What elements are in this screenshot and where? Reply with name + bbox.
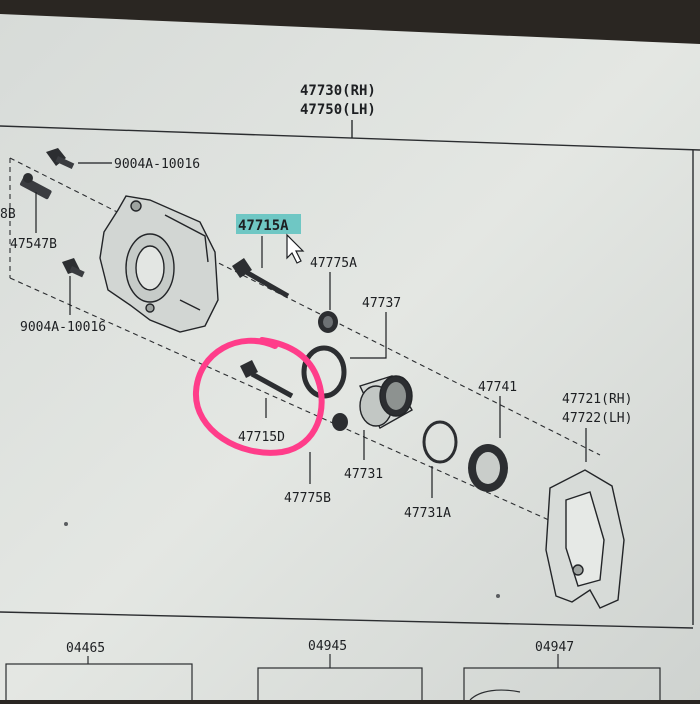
mount-lh-label: 47722(LH) xyxy=(562,411,632,426)
screen-area xyxy=(0,14,700,700)
left-partial-label: 8B xyxy=(0,207,16,222)
mouse-pointer-icon[interactable] xyxy=(286,233,305,264)
stray-mark xyxy=(496,594,500,598)
piston-seal-icon xyxy=(468,444,508,492)
assembly-rh-label: 47730(RH) xyxy=(300,83,376,99)
slide-pin-a-label: 47715A xyxy=(238,218,289,234)
frame-top-line xyxy=(0,125,700,151)
stray-mark xyxy=(64,522,68,526)
boot-a-icon xyxy=(318,311,338,333)
lower-bolt-icon xyxy=(62,258,85,278)
boot-b-label: 47775B xyxy=(284,491,331,506)
bottom-box-2-label: 04945 xyxy=(308,639,347,654)
assembly-dashed-outline xyxy=(9,157,601,526)
mounting-bracket-icon xyxy=(545,469,625,609)
bottom-part-boxes xyxy=(5,654,661,704)
assembly-lh-label: 47750(LH) xyxy=(300,102,376,118)
piston-label: 47731 xyxy=(344,467,383,482)
mount-rh-label: 47721(RH) xyxy=(562,392,632,407)
bleeder-screw-icon xyxy=(20,173,52,200)
bottom-box-1-label: 04465 xyxy=(66,641,105,656)
piston-seal-label: 47741 xyxy=(478,380,517,395)
boot-b-icon xyxy=(332,413,348,431)
slide-pin-d-label: 47715D xyxy=(238,430,285,445)
ring-label: 47731A xyxy=(404,506,451,521)
frame-bottom-line xyxy=(0,611,694,629)
partial-drawing xyxy=(469,689,521,701)
bottom-box-3-label: 04947 xyxy=(535,640,574,655)
seal-kit-label: 47737 xyxy=(362,296,401,311)
slide-pin-d-icon xyxy=(240,360,294,399)
pink-marker-circle xyxy=(192,337,325,456)
upper-bolt-icon xyxy=(46,148,75,170)
caliper-body-icon xyxy=(99,195,219,333)
bolt-upper-label: 9004A-10016 xyxy=(114,157,200,172)
boot-a-label: 47775A xyxy=(310,256,357,271)
slide-pin-a-icon xyxy=(232,258,290,299)
bleeder-label: 47547B xyxy=(10,237,57,252)
bolt-lower-label: 9004A-10016 xyxy=(20,320,106,335)
piston-icon xyxy=(359,375,413,429)
ring-icon xyxy=(422,420,458,464)
highlight-box xyxy=(236,214,301,234)
